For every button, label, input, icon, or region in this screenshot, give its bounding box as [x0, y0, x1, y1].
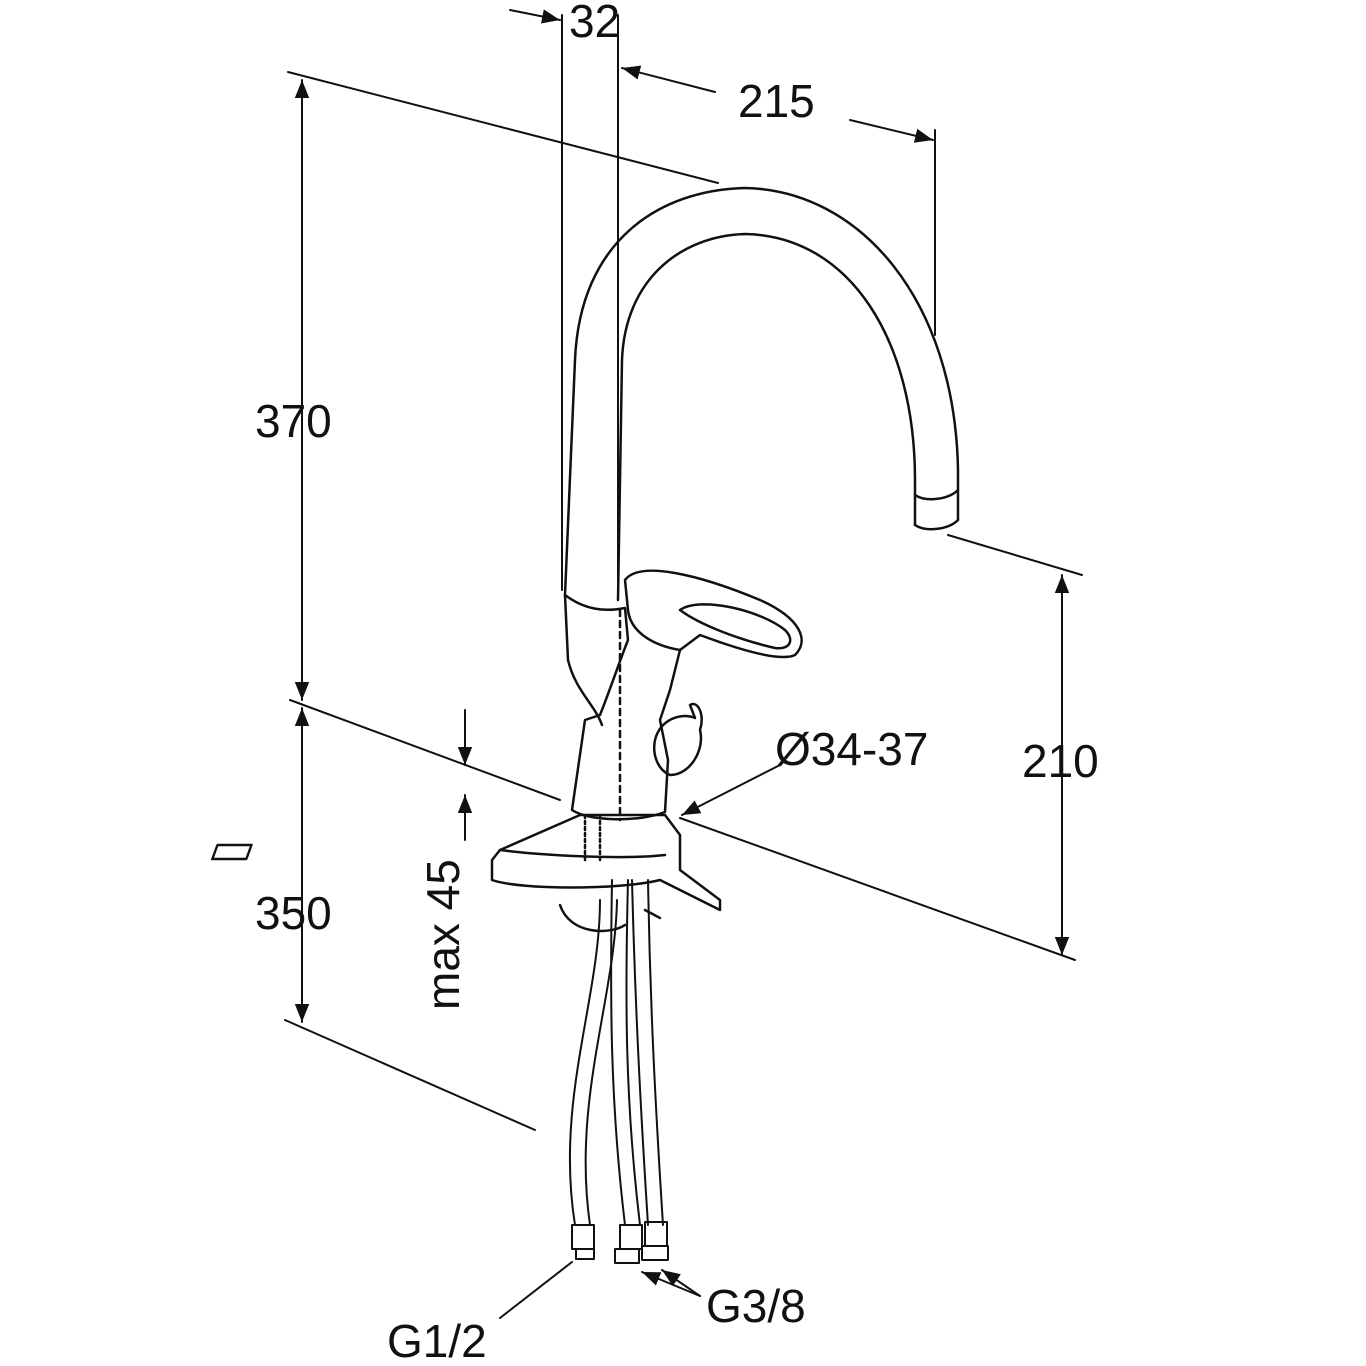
- mixer-body: [563, 569, 803, 822]
- dimension-210: 210: [1022, 735, 1099, 787]
- dimension-lines: [284, 9, 1083, 1319]
- dimension-215: 215: [738, 75, 815, 127]
- dimension-32: 32: [569, 0, 621, 47]
- dimension-350: 350: [255, 887, 332, 939]
- mounting-clamp: [211, 813, 722, 933]
- dimension-370: 370: [255, 395, 332, 447]
- dimension-max-45: max 45: [417, 859, 469, 1010]
- spout: [563, 186, 960, 602]
- dimension-hole-diameter: Ø34-37: [775, 723, 929, 775]
- hoses: [568, 879, 669, 1264]
- connection-g38: G3/8: [706, 1280, 806, 1332]
- connection-g12: G1/2: [387, 1315, 487, 1366]
